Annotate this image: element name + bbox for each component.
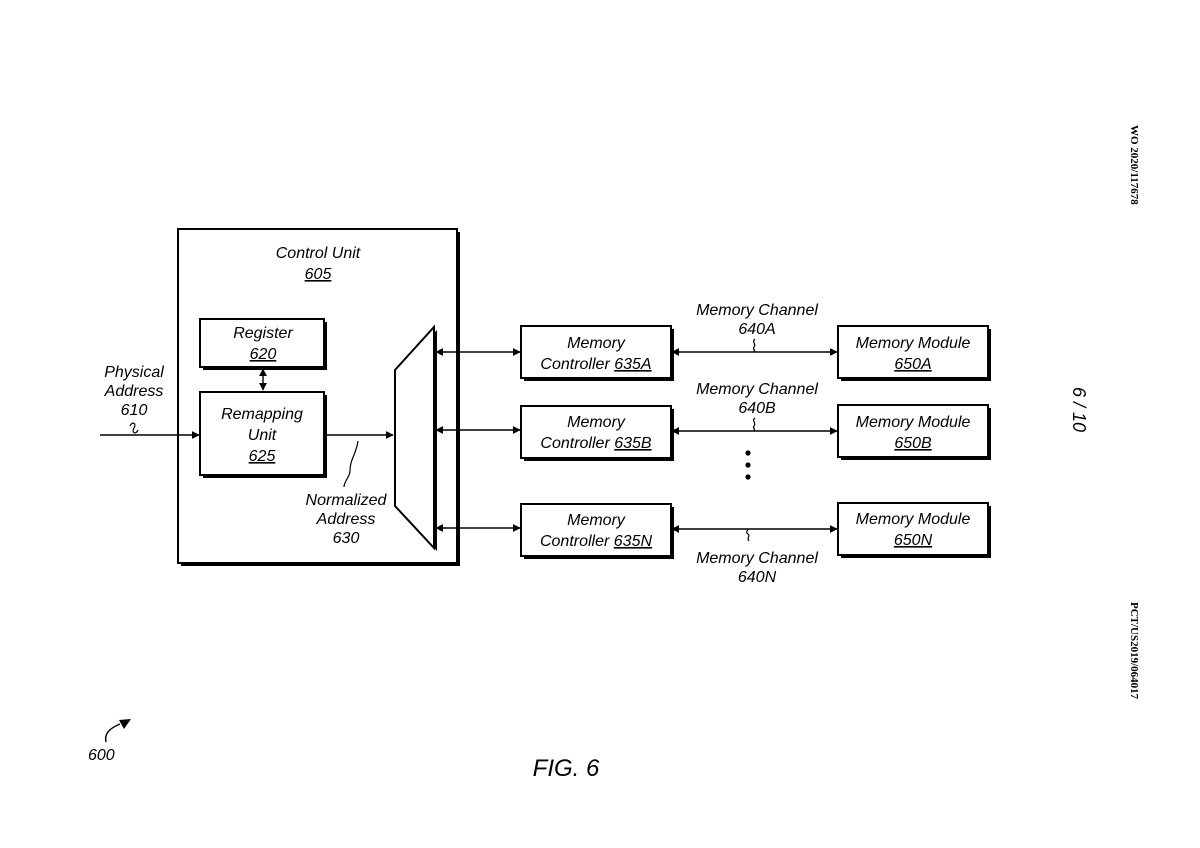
memory-channel-b-ref: 640B	[738, 400, 776, 417]
memory-module-b: Memory Module 650B	[837, 404, 991, 460]
physical-address-label-1: Physical	[104, 364, 164, 381]
memory-controller-b: Memory Controller 635B	[520, 405, 674, 461]
memory-channel-b-label: Memory Channel 640B	[696, 381, 818, 432]
physical-address-input: Physical Address 610	[100, 364, 200, 439]
figure-caption: FIG. 6	[533, 755, 600, 782]
memory-channel-n-ref: 640N	[738, 569, 777, 586]
register-ref: 620	[250, 346, 277, 363]
memory-module-b-ref: 650B	[894, 435, 932, 452]
figure-reference-number: 600	[88, 747, 115, 764]
physical-address-ref: 610	[121, 402, 148, 419]
figure-reference: 600	[88, 719, 131, 764]
memory-module-a-label: Memory Module	[856, 335, 971, 352]
remapping-unit-label-1: Remapping	[221, 406, 303, 423]
memory-channel-a-label: Memory Channel 640A	[696, 302, 818, 353]
multiplexer-shape	[394, 324, 437, 551]
memory-module-a: Memory Module 650A	[837, 325, 991, 381]
memory-controller-n: Memory Controller 635N	[520, 503, 674, 559]
memory-channel-b-squiggle	[752, 417, 756, 432]
normalized-address-ref: 630	[333, 530, 360, 547]
memory-controller-n-label-1: Memory	[567, 512, 626, 529]
memory-module-n-ref: 650N	[894, 532, 933, 549]
normalized-address-label-1: Normalized	[306, 492, 388, 509]
page-number: 6 / 10	[1069, 387, 1089, 432]
memory-channel-n-name: Memory Channel	[696, 550, 818, 567]
physical-address-label-2: Address	[104, 383, 164, 400]
figure-reference-leader	[104, 723, 121, 743]
control-unit-label: Control Unit	[276, 245, 361, 262]
normalized-address-label: Normalized Address 630	[306, 492, 388, 547]
memory-channel-n-label: Memory Channel 640N	[696, 528, 818, 586]
ellipsis-dots	[745, 450, 751, 480]
memory-controller-b-label-1: Memory	[567, 414, 626, 431]
memory-channel-a-ref: 640A	[738, 321, 775, 338]
memory-channel-n-squiggle	[746, 528, 750, 542]
remapping-unit-ref: 625	[249, 448, 276, 465]
register-label: Register	[233, 325, 293, 342]
memory-channel-a-name: Memory Channel	[696, 302, 818, 319]
figure-reference-arrowhead	[119, 719, 131, 729]
physical-address-squiggle	[129, 422, 139, 434]
normalized-address-leader	[343, 440, 359, 488]
remapping-unit-label-2: Unit	[248, 427, 277, 444]
memory-controller-a: Memory Controller 635A	[520, 325, 674, 381]
register-block: Register 620	[199, 318, 327, 370]
memory-channel-b-name: Memory Channel	[696, 381, 818, 398]
memory-module-a-ref: 650A	[894, 356, 931, 373]
control-unit-ref: 605	[305, 266, 332, 283]
memory-controller-b-label-2: Controller 635B	[540, 435, 652, 452]
memory-controller-a-label-2: Controller 635A	[540, 356, 651, 373]
memory-module-n: Memory Module 650N	[837, 502, 991, 558]
memory-controller-a-label-1: Memory	[567, 335, 626, 352]
publication-number: WO 2020/117678	[1128, 125, 1140, 205]
memory-module-n-label: Memory Module	[856, 511, 971, 528]
remapping-unit-block: Remapping Unit 625	[199, 391, 327, 478]
normalized-address-label-2: Address	[316, 511, 376, 528]
memory-controller-n-label-2: Controller 635N	[540, 533, 653, 550]
memory-channel-a-squiggle	[752, 338, 756, 353]
memory-module-b-label: Memory Module	[856, 414, 971, 431]
application-number: PCT/US2019/064017	[1128, 602, 1140, 700]
